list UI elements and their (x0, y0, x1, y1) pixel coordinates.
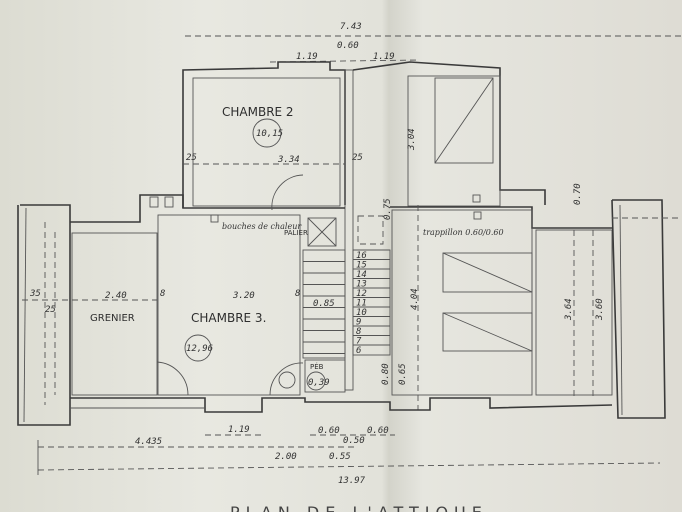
dim-top-left-window: 1.19 (296, 52, 318, 62)
dim-right-room-height: 3.04 (407, 128, 417, 151)
dim-top-mid: 0.60 (337, 41, 359, 51)
stair-step-number: 12 (356, 289, 367, 299)
stair-step-number: 15 (356, 261, 367, 271)
dim-wall-25-left: 25 (186, 153, 197, 163)
stair-step-number: 16 (356, 251, 367, 261)
room-grenier (70, 194, 345, 396)
right-balcony (535, 199, 682, 419)
dim-wall-8-a: 8 (160, 289, 165, 299)
bottom-dimension-lines (37, 434, 661, 475)
stair-step-number: 8 (356, 327, 361, 337)
dim-door-065: 0.65 (398, 363, 408, 385)
dim-top-total: 7.43 (340, 22, 362, 32)
peb-closet (304, 359, 346, 393)
dim-bottom-a: 0.60 (318, 426, 340, 436)
staircase-left (302, 249, 346, 359)
note-bouches-de-chaleur: bouches de chaleur (222, 222, 302, 231)
dim-wall-35-left: 35 (29, 289, 41, 299)
room-chambre-2 (182, 61, 346, 208)
dim-left-span: 4.435 (135, 437, 162, 447)
stair-step-number: 14 (356, 270, 367, 280)
dim-right-room-depth: 4.04 (410, 288, 420, 310)
dim-bottom-b: 0.50 (343, 436, 365, 446)
stair-step-number: 7 (356, 337, 362, 347)
dim-bottom-window: 1.19 (228, 425, 250, 435)
dim-wall-8-b: 8 (295, 289, 300, 299)
dim-mid-span: 2.00 (275, 452, 297, 462)
dim-chambre2-width: 3.34 (277, 155, 300, 165)
stair-step-number: 9 (356, 318, 361, 328)
room-chambre-3 (156, 174, 304, 396)
stair-step-number: 13 (356, 280, 367, 290)
label-chambre-2: CHAMBRE 2 (222, 105, 294, 119)
dim-right-h1: 3.64 (564, 298, 574, 321)
dim-wall-25-balcony: 25 (45, 305, 56, 315)
area-chambre-3: 12,96 (186, 344, 213, 354)
bottom-wall (70, 397, 613, 413)
chimney-column (344, 69, 354, 391)
drawing-title: PLAN DE L'ATTIQUE (230, 503, 488, 512)
dim-stair-width: 0.85 (313, 299, 335, 309)
area-chambre-2: 10,15 (256, 129, 283, 139)
dim-grenier-width: 2.40 (105, 291, 127, 301)
label-chambre-3: CHAMBRE 3. (191, 311, 266, 325)
value-peb: 0,39 (308, 378, 330, 388)
dim-stair-075: 0.75 (383, 198, 393, 220)
stair-step-number: 10 (356, 308, 367, 318)
dim-bottom-c: 0.60 (367, 426, 389, 436)
note-trappillon: trappillon 0.60/0.60 (423, 228, 504, 237)
room-upper-right (352, 61, 546, 207)
dim-total-width: 13.97 (338, 476, 366, 486)
room-lower-right (390, 205, 612, 410)
dim-small-span: 0.55 (329, 452, 351, 462)
palier-landing (307, 217, 337, 247)
dim-stair-070: 0.70 (573, 183, 583, 205)
left-balcony (17, 204, 157, 426)
peb-circle (306, 371, 326, 391)
dim-top-right-window: 1.19 (373, 52, 395, 62)
stair-step-number: 11 (356, 299, 367, 309)
label-peb: PÉB (310, 362, 324, 371)
dim-stair-080: 0.80 (381, 363, 391, 385)
dim-wall-25-mid: 25 (352, 153, 363, 163)
stair-step-number: 6 (356, 346, 361, 356)
dim-right-h2: 3.60 (595, 298, 605, 321)
dim-chambre3-width: 3.20 (232, 291, 255, 301)
label-palier: PALIER (284, 229, 308, 237)
label-grenier: GRENIER (90, 313, 135, 324)
